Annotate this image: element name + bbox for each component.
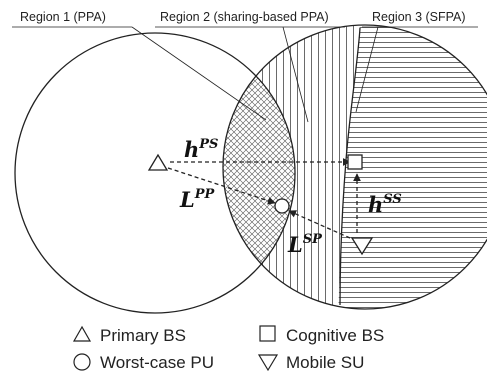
legend-cognitive-bs: Cognitive BS	[286, 326, 384, 345]
region-1-pointer	[131, 26, 267, 121]
region-1-label: Region 1 (PPA)	[20, 10, 106, 24]
square-icon	[259, 325, 276, 342]
legend-mobile-su: Mobile SU	[286, 353, 364, 372]
cognitive-bs-node	[347, 154, 363, 170]
legend: Primary BS Cognitive BS Worst-case PU Mo…	[72, 325, 384, 372]
h-ss-label: hSS	[368, 192, 402, 217]
h-ps-label: hPS	[184, 137, 218, 162]
region-3-label: Region 3 (SFPA)	[372, 10, 466, 24]
region-2-label: Region 2 (sharing-based PPA)	[160, 10, 329, 24]
worst-case-pu-node	[274, 198, 290, 214]
mobile-su-shape	[350, 237, 374, 256]
link-l-pp	[167, 167, 276, 205]
legend-primary-bs: Primary BS	[100, 326, 186, 345]
l-sp-label: LSP	[287, 232, 323, 257]
cognitive-coverage-circle	[222, 24, 487, 310]
circle-icon	[73, 353, 91, 371]
triangle-up-icon	[72, 325, 92, 342]
l-pp-label: LPP	[179, 187, 216, 212]
legend-worst-case-pu: Worst-case PU	[100, 353, 214, 372]
region-2-pointer	[282, 26, 309, 123]
triangle-down-icon	[257, 354, 279, 372]
primary-bs-node	[147, 153, 169, 171]
region-3-pointer	[355, 26, 379, 113]
primary-coverage-circle	[14, 32, 296, 314]
